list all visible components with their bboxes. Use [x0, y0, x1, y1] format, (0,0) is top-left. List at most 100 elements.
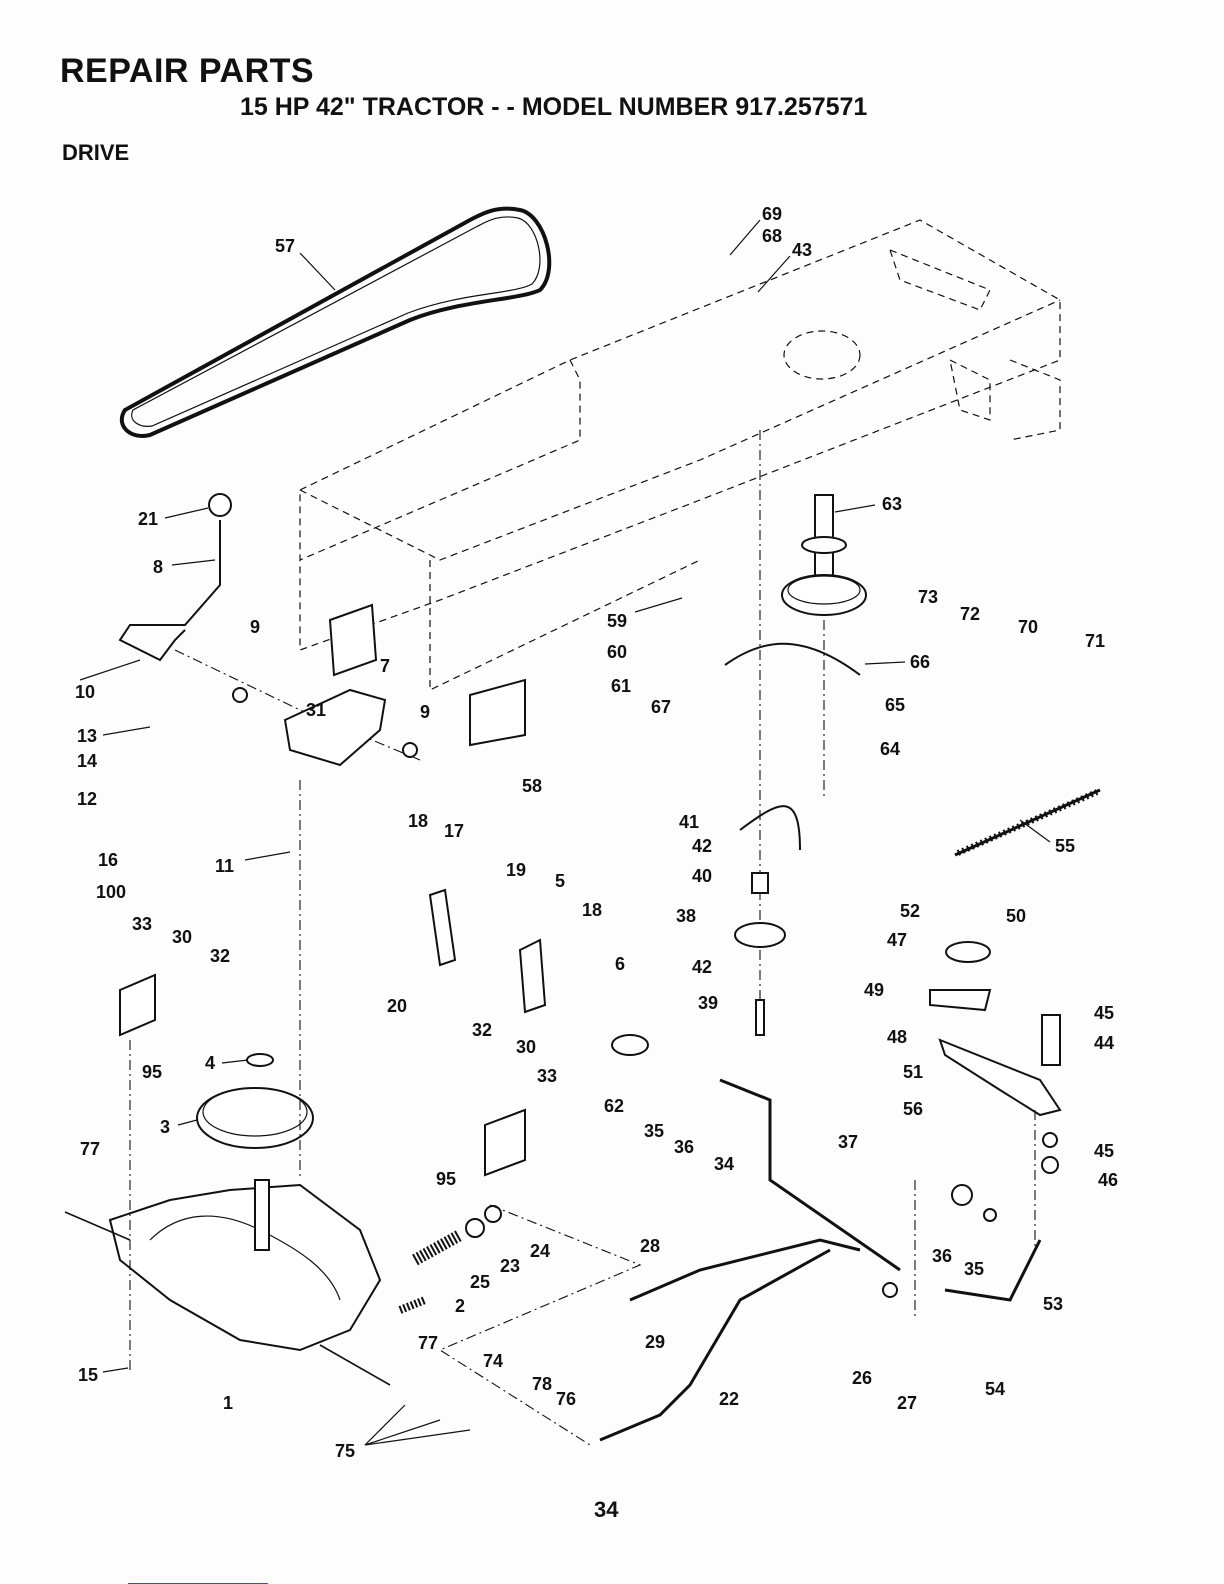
part-label-6: 6 — [615, 954, 625, 974]
part-label-32a: 32 — [210, 946, 230, 966]
part-label-77a: 77 — [80, 1139, 100, 1159]
part-label-18a: 18 — [408, 811, 428, 831]
part-label-45a: 45 — [1094, 1003, 1114, 1023]
part-label-3: 3 — [160, 1117, 170, 1137]
part-label-61: 61 — [611, 676, 631, 696]
part-label-37: 37 — [838, 1132, 858, 1152]
part-label-67: 67 — [651, 697, 671, 717]
part-label-5: 5 — [555, 871, 565, 891]
part-label-54: 54 — [985, 1379, 1005, 1399]
part-label-35b: 35 — [964, 1259, 984, 1279]
part-label-78: 78 — [532, 1374, 552, 1394]
part-label-30a: 30 — [172, 927, 192, 947]
part-label-57: 57 — [275, 236, 295, 256]
part-label-38: 38 — [676, 906, 696, 926]
part-label-7: 7 — [380, 656, 390, 676]
part-label-14: 14 — [77, 751, 97, 771]
part-label-9a: 9 — [250, 617, 260, 637]
idler-arm-bracket — [929, 941, 1062, 1174]
part-label-68: 68 — [762, 226, 782, 246]
part-label-56: 56 — [903, 1099, 923, 1119]
part-label-60: 60 — [607, 642, 627, 662]
part-label-70: 70 — [1018, 617, 1038, 637]
part-label-28: 28 — [640, 1236, 660, 1256]
part-label-30b: 30 — [516, 1037, 536, 1057]
part-label-11: 11 — [215, 856, 234, 876]
part-label-41: 41 — [679, 812, 699, 832]
part-label-39: 39 — [698, 993, 718, 1013]
part-label-40: 40 — [692, 866, 712, 886]
part-label-59: 59 — [607, 611, 627, 631]
part-label-42b: 42 — [692, 957, 712, 977]
part-label-74: 74 — [483, 1351, 503, 1371]
part-label-19: 19 — [506, 860, 526, 880]
model-subtitle: 15 HP 42" TRACTOR - - MODEL NUMBER 917.2… — [240, 93, 868, 121]
part-label-31: 31 — [306, 700, 326, 720]
part-label-65: 65 — [885, 695, 905, 715]
section-heading: DRIVE — [62, 140, 130, 165]
part-label-69: 69 — [762, 204, 782, 224]
part-label-34: 34 — [714, 1154, 734, 1174]
part-label-9b: 9 — [420, 702, 430, 722]
part-label-71: 71 — [1085, 631, 1105, 651]
shift-lever — [118, 493, 421, 761]
transaxle-assembly — [64, 1053, 391, 1386]
part-callouts: 57 69 68 43 63 73 72 70 71 21 8 9 10 31 … — [75, 204, 1118, 1461]
part-label-21: 21 — [138, 509, 158, 529]
linkage-rods — [599, 1034, 1042, 1442]
part-label-47: 47 — [887, 930, 907, 950]
part-label-75: 75 — [335, 1441, 355, 1461]
part-label-13: 13 — [77, 726, 97, 746]
part-label-51: 51 — [903, 1062, 923, 1082]
part-label-42a: 42 — [692, 836, 712, 856]
part-label-55: 55 — [1055, 836, 1075, 856]
part-label-52: 52 — [900, 901, 920, 921]
part-label-43: 43 — [792, 240, 812, 260]
part-label-8: 8 — [153, 557, 163, 577]
part-label-2: 2 — [455, 1296, 465, 1316]
part-label-10: 10 — [75, 682, 95, 702]
part-label-20: 20 — [387, 996, 407, 1016]
part-label-25: 25 — [470, 1272, 490, 1292]
part-label-33b: 33 — [537, 1066, 557, 1086]
part-label-49: 49 — [864, 980, 884, 1000]
part-label-58: 58 — [522, 776, 542, 796]
part-label-100: 100 — [96, 882, 126, 902]
part-label-26: 26 — [852, 1368, 872, 1388]
drive-belt — [119, 206, 552, 438]
part-label-36b: 36 — [932, 1246, 952, 1266]
part-label-95b: 95 — [436, 1169, 456, 1189]
part-label-53: 53 — [1043, 1294, 1063, 1314]
part-label-77b: 77 — [418, 1333, 438, 1353]
part-label-12: 12 — [77, 789, 97, 809]
part-label-23: 23 — [500, 1256, 520, 1276]
part-label-27: 27 — [897, 1393, 917, 1413]
part-label-22: 22 — [719, 1389, 739, 1409]
clutch-springs — [398, 1204, 642, 1446]
part-label-62: 62 — [604, 1096, 624, 1116]
page-number: 34 — [594, 1497, 619, 1522]
part-label-33a: 33 — [132, 914, 152, 934]
part-label-35a: 35 — [644, 1121, 664, 1141]
shift-bracket — [232, 603, 526, 767]
part-label-46: 46 — [1098, 1170, 1118, 1190]
part-label-17: 17 — [444, 821, 464, 841]
part-label-63: 63 — [882, 494, 902, 514]
part-label-72: 72 — [960, 604, 980, 624]
part-label-48: 48 — [887, 1027, 907, 1047]
part-label-36a: 36 — [674, 1137, 694, 1157]
part-label-32b: 32 — [472, 1020, 492, 1040]
part-label-66: 66 — [910, 652, 930, 672]
part-label-4: 4 — [205, 1053, 215, 1073]
part-label-95a: 95 — [142, 1062, 162, 1082]
part-label-24: 24 — [530, 1241, 550, 1261]
frame-outline — [299, 219, 1061, 691]
part-label-15: 15 — [78, 1365, 98, 1385]
part-label-29: 29 — [645, 1332, 665, 1352]
part-label-64: 64 — [880, 739, 900, 759]
page-title: REPAIR PARTS — [60, 52, 315, 90]
part-label-45b: 45 — [1094, 1141, 1114, 1161]
part-label-50: 50 — [1006, 906, 1026, 926]
